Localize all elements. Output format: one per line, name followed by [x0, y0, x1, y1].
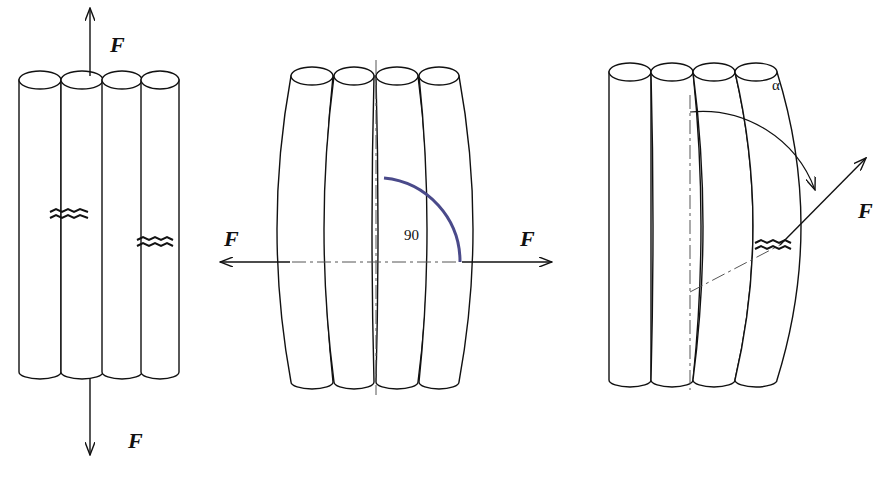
center-line [690, 245, 780, 292]
fiber-end [419, 67, 459, 85]
force-label: F [128, 430, 143, 452]
force-arrow [220, 261, 290, 262]
fiber [609, 72, 651, 387]
fiber-end [291, 67, 333, 85]
force-label: F [520, 228, 535, 250]
fiber-end [735, 63, 777, 81]
fiber-end [376, 67, 418, 85]
fiber-end [102, 71, 142, 89]
force-arrow [780, 158, 866, 245]
fiber [419, 76, 473, 389]
fiber [651, 72, 701, 387]
crack [755, 240, 791, 249]
angle-arc [384, 178, 460, 262]
fiber-end [693, 63, 735, 81]
fiber-end [141, 71, 179, 89]
force-label: F [110, 34, 125, 56]
angle-arc [690, 111, 815, 190]
fiber [61, 80, 103, 379]
force-label: F [224, 228, 239, 250]
center-line [292, 262, 460, 263]
fiber-end [609, 63, 651, 81]
force-arrow [462, 261, 552, 262]
center-line [376, 60, 377, 395]
fiber-end [651, 63, 693, 81]
fiber [376, 76, 428, 389]
crack [137, 237, 173, 246]
force-arrow [89, 378, 90, 455]
angle-label: 90 [404, 228, 419, 243]
center-line [690, 95, 691, 390]
force-label: F [858, 200, 873, 222]
fiber [19, 80, 61, 379]
force-arrow [89, 8, 90, 76]
fiber-end [334, 67, 374, 85]
fiber [324, 76, 374, 389]
fiber [102, 80, 142, 379]
fiber-end [61, 71, 103, 89]
fiber-end [19, 71, 61, 89]
crack [50, 209, 88, 218]
angle-label: α [772, 78, 780, 93]
fiber [141, 80, 179, 379]
